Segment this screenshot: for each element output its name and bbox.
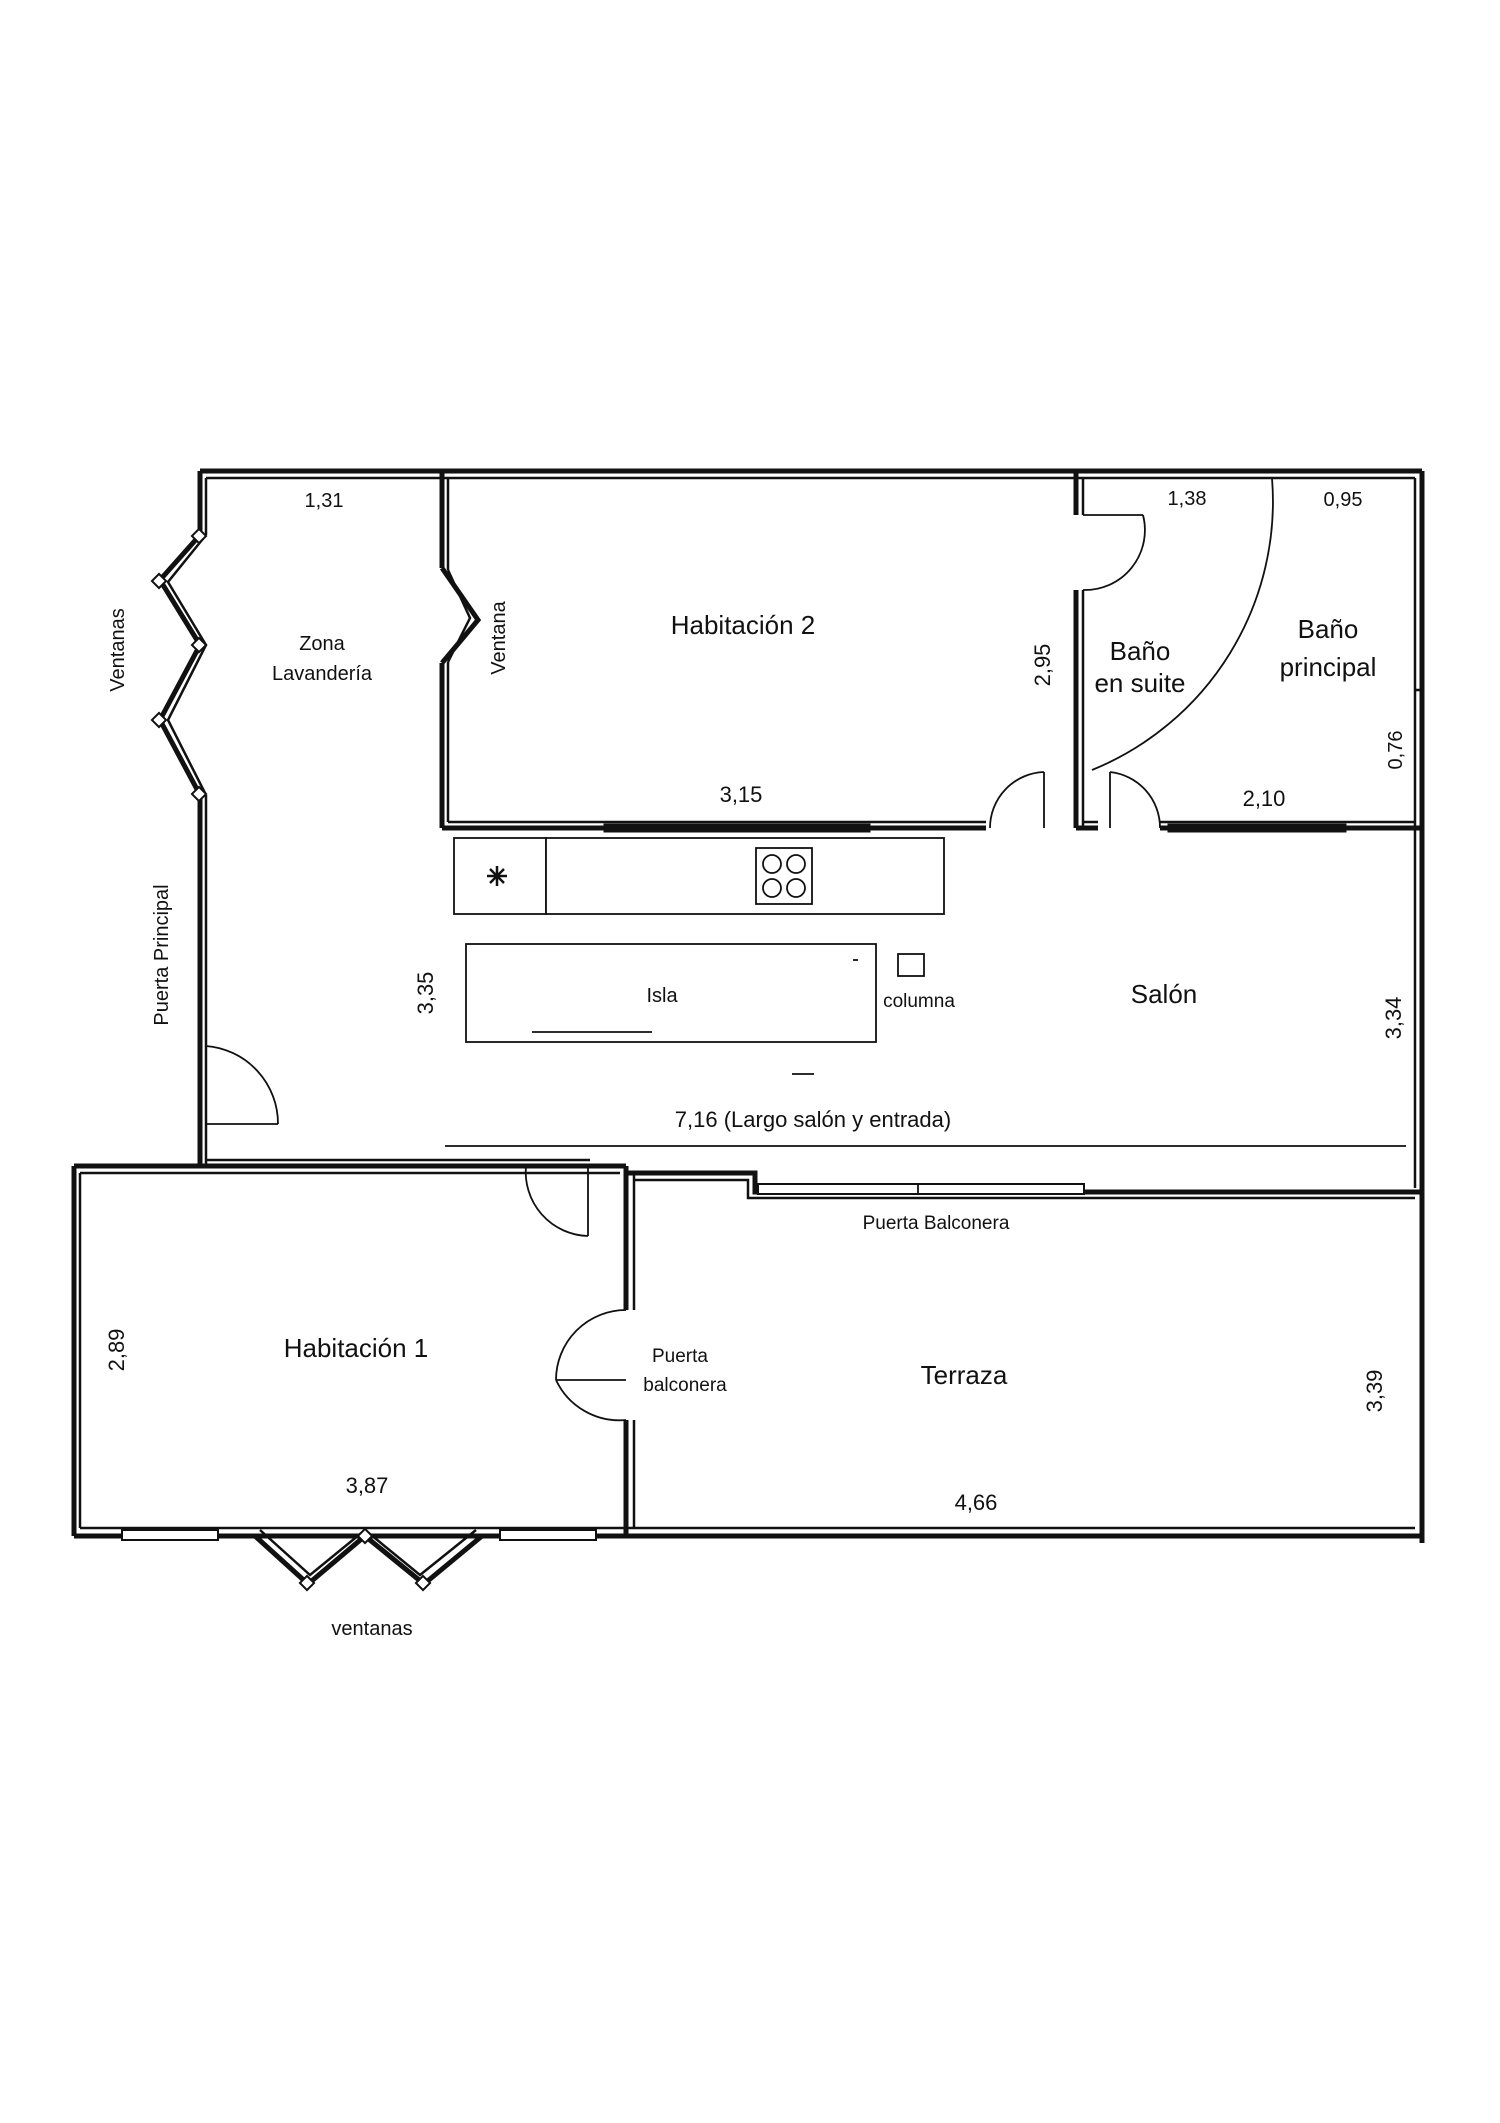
kitchen-island <box>465 943 877 1043</box>
window-segment <box>414 1574 432 1592</box>
window-segment <box>190 636 208 654</box>
window-sliding <box>603 823 871 833</box>
window-segment <box>356 1527 374 1545</box>
dim-terraza-height: 3,39 <box>1362 1370 1387 1413</box>
label-columna: columna <box>883 991 955 1012</box>
room-label-habitacion-2: Habitación 2 <box>671 610 816 640</box>
dim-salon-length: 7,16 (Largo salón y entrada) <box>675 1107 951 1132</box>
window-segment <box>190 785 208 803</box>
label-puerta-principal: Puerta Principal <box>151 884 173 1025</box>
doors <box>205 477 1274 1422</box>
kitchen-counter <box>545 837 945 915</box>
windows <box>121 527 1347 1592</box>
dim-principal-height: 0,76 <box>1385 731 1407 770</box>
window-segment <box>298 1574 316 1592</box>
window-segment <box>150 572 168 590</box>
window-frame <box>121 1529 219 1541</box>
dim-hab2-height: 2,95 <box>1030 644 1055 687</box>
label-ventana-hab2: Ventana <box>488 600 510 674</box>
label-puerta-balconera-salon: Puerta Balconera <box>863 1213 1010 1234</box>
room-label-principal-line1: Baño <box>1298 614 1359 644</box>
room-label-terraza: Terraza <box>921 1360 1008 1390</box>
room-label-zona-line2: Lavandería <box>272 663 373 685</box>
label-puerta-balconera-hab1-line1: Puerta <box>652 1346 708 1367</box>
room-label-zona-line1: Zona <box>299 633 345 655</box>
dim-salon-height: 3,34 <box>1381 997 1406 1040</box>
window-sliding <box>1167 823 1347 833</box>
room-label-suite-line2: en suite <box>1094 668 1185 698</box>
window-segment <box>190 527 208 545</box>
balcony-door-frame <box>757 1183 1085 1195</box>
label-ventanas-left: Ventanas <box>107 608 129 691</box>
column <box>897 953 925 977</box>
dim-lavanderia-width: 1,31 <box>305 490 344 512</box>
dim-terraza-width: 4,66 <box>955 1490 998 1515</box>
dim-hab2-width: 3,15 <box>720 782 763 807</box>
label-puerta-balconera-hab1-line2: balconera <box>643 1375 727 1396</box>
kitchen <box>445 837 1406 1147</box>
window-frame <box>499 1529 597 1541</box>
room-label-suite-line1: Baño <box>1110 636 1171 666</box>
room-label-principal-line2: principal <box>1280 652 1377 682</box>
dim-hab1-height: 2,89 <box>104 1329 129 1372</box>
label-isla: Isla <box>646 985 678 1007</box>
room-label-habitacion-1: Habitación 1 <box>284 1333 429 1363</box>
room-label-salon: Salón <box>1131 979 1198 1009</box>
labels: Zona Lavandería Habitación 2 Baño en sui… <box>104 488 1407 1640</box>
dim-principal-width: 0,95 <box>1324 489 1363 511</box>
dim-kitchen-depth: 3,35 <box>413 972 438 1015</box>
dim-hab1-width: 3,87 <box>346 1473 389 1498</box>
dim-bath-bottom-width: 2,10 <box>1243 786 1286 811</box>
window-segment <box>150 711 168 729</box>
cooktop-icon <box>755 847 813 905</box>
dim-suite-width: 1,38 <box>1168 488 1207 510</box>
snowflake-icon <box>487 866 507 886</box>
label-ventanas-bottom: ventanas <box>331 1618 412 1640</box>
